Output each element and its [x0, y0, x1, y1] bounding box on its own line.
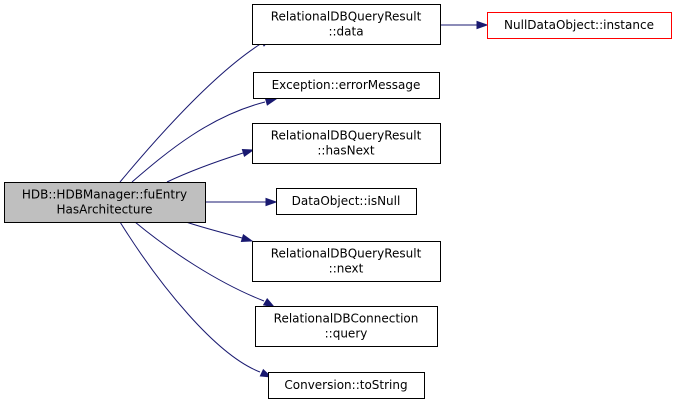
edge-fuEntry-to-isNull	[205, 197, 278, 207]
edge-line	[131, 101, 266, 183]
edge-fuEntry-to-next	[185, 221, 254, 243]
edge-fuEntry-to-data	[119, 37, 273, 183]
edge-fuEntry-to-query	[134, 221, 276, 308]
node-box	[4, 182, 206, 223]
node-label-line: DataObject::isNull	[292, 194, 401, 208]
node-box	[252, 123, 441, 164]
node-toString[interactable]: Conversion::toString	[268, 372, 425, 399]
node-box	[252, 241, 441, 282]
node-label-line: Conversion::toString	[284, 378, 407, 392]
node-box	[252, 4, 441, 45]
node-label-line: RelationalDBConnection	[274, 312, 419, 326]
edge-fuEntry-to-toString	[119, 221, 273, 378]
arrow-head-icon	[241, 148, 255, 158]
nodes-layer: HDB::HDBManager::fuEntryHasArchitectureR…	[4, 4, 672, 399]
node-box	[255, 306, 438, 347]
edge-line	[134, 221, 265, 302]
edge-line	[185, 221, 243, 239]
arrow-head-icon	[262, 298, 276, 308]
node-query[interactable]: RelationalDBConnection::query	[255, 306, 438, 347]
node-instance[interactable]: NullDataObject::instance	[487, 12, 672, 39]
node-label-line: Exception::errorMessage	[272, 78, 421, 92]
node-isNull[interactable]: DataObject::isNull	[276, 188, 417, 215]
node-label-line: ::hasNext	[317, 144, 375, 158]
node-next[interactable]: RelationalDBQueryResult::next	[252, 241, 441, 282]
node-label-line: HDB::HDBManager::fuEntry	[22, 188, 187, 202]
edge-fuEntry-to-errorMessage	[131, 97, 278, 183]
node-errorMessage[interactable]: Exception::errorMessage	[253, 72, 440, 99]
edge-fuEntry-to-hasNext	[166, 148, 255, 183]
node-data[interactable]: RelationalDBQueryResult::data	[252, 4, 441, 45]
node-hasNext[interactable]: RelationalDBQueryResult::hasNext	[252, 123, 441, 164]
arrow-head-icon	[476, 20, 489, 30]
edge-line	[119, 42, 263, 183]
node-label-line: ::data	[328, 25, 363, 39]
node-label-line: NullDataObject::instance	[504, 18, 654, 32]
arrow-head-icon	[240, 233, 254, 243]
node-label-line: HasArchitecture	[56, 203, 152, 217]
node-box	[268, 372, 425, 399]
node-label-line: RelationalDBQueryResult	[271, 247, 422, 261]
node-label-line: RelationalDBQueryResult	[271, 129, 422, 143]
edge-line	[119, 221, 261, 373]
node-label-line: RelationalDBQueryResult	[271, 10, 422, 24]
arrow-head-icon	[264, 97, 278, 106]
arrow-head-icon	[265, 197, 278, 207]
node-box	[487, 12, 672, 39]
node-box	[253, 72, 440, 99]
edges-layer	[119, 20, 489, 378]
node-label-line: ::query	[325, 327, 368, 341]
edge-data-to-instance	[440, 20, 489, 30]
node-label-line: ::next	[329, 262, 364, 276]
node-box	[276, 188, 417, 215]
edge-line	[166, 152, 244, 183]
